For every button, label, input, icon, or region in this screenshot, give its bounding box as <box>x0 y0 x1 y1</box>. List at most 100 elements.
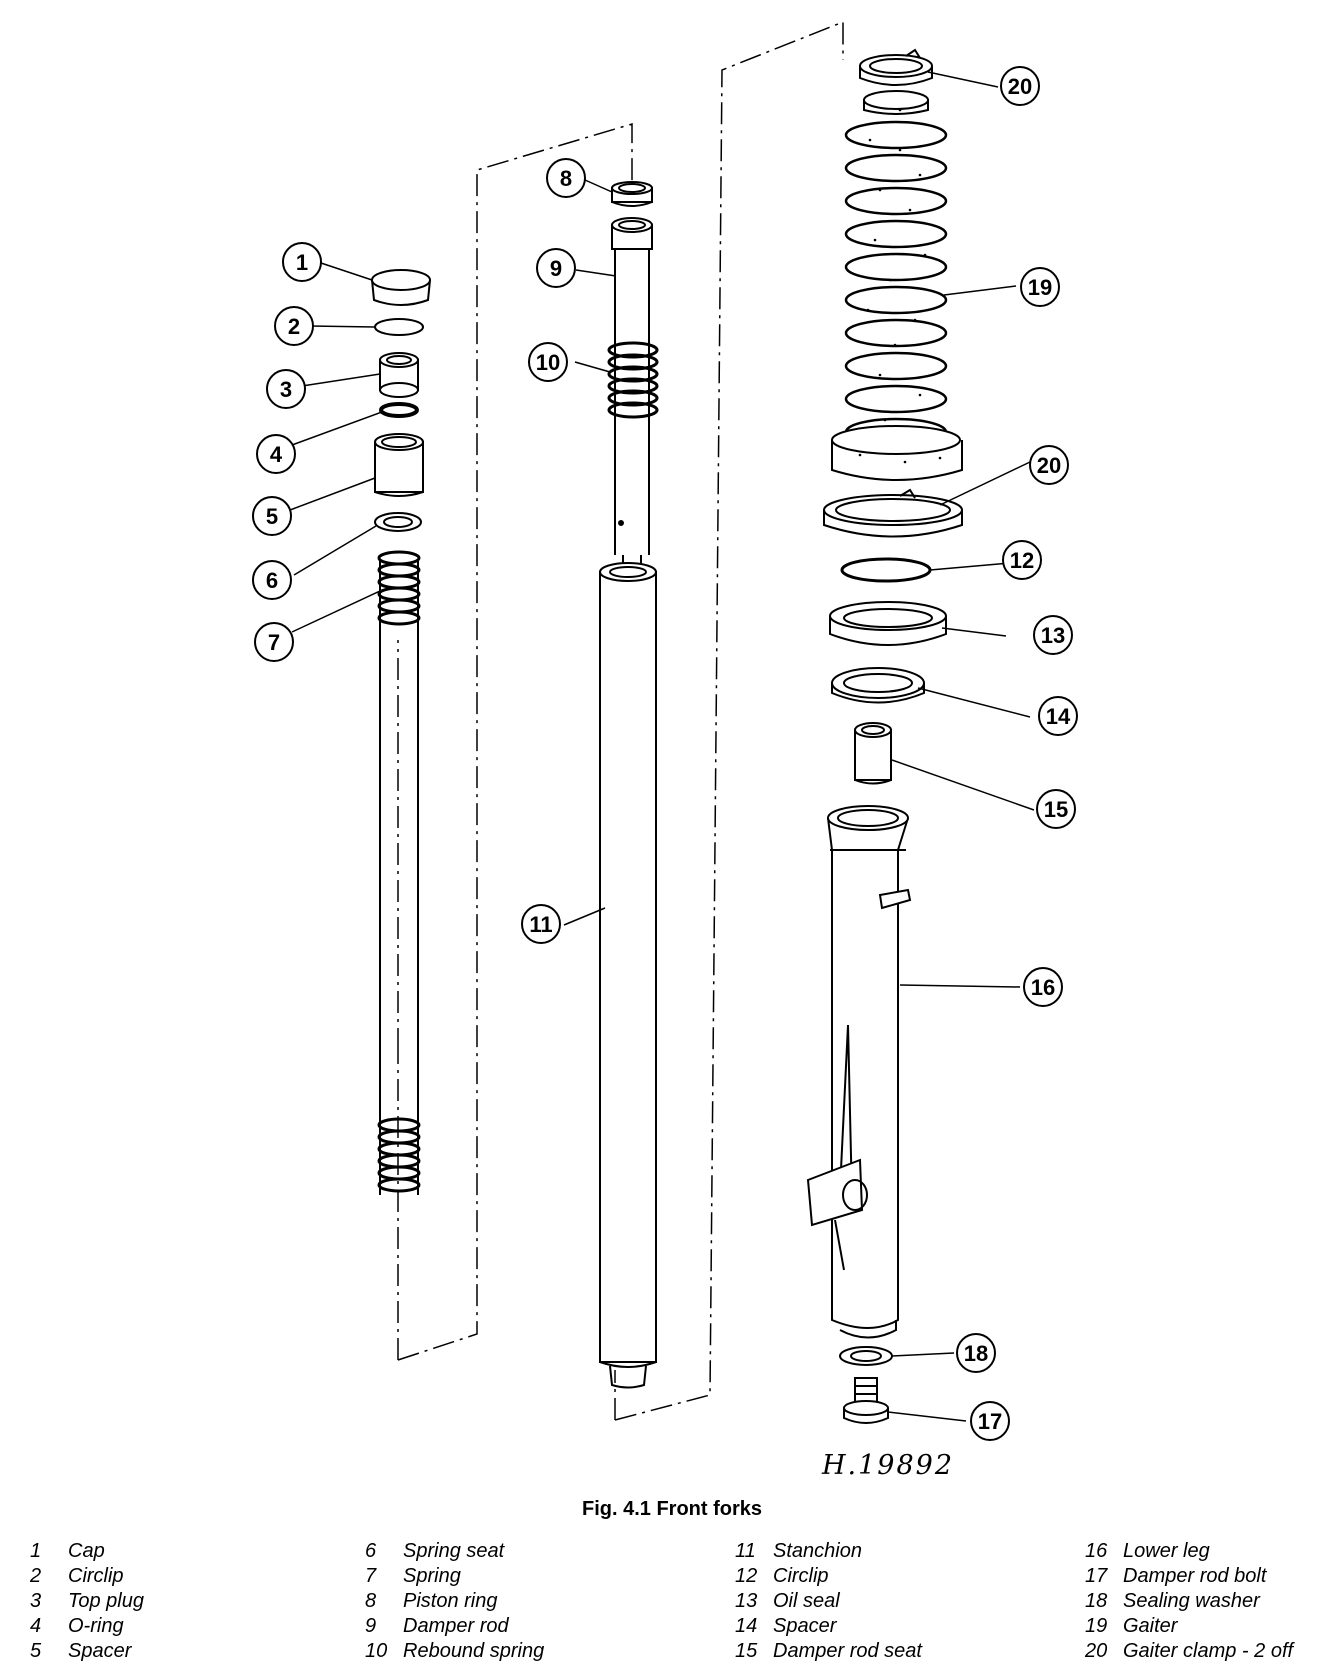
callout-number: 7 <box>268 630 280 655</box>
legend-number: 10 <box>365 1640 388 1662</box>
part-rebound-spring <box>607 341 659 419</box>
callout-19: 19 <box>1020 267 1060 307</box>
callout-circle <box>1038 696 1078 736</box>
legend-item: 9 Damper rod <box>365 1615 544 1640</box>
legend-label: Spring seat <box>403 1540 505 1562</box>
callout-14: 14 <box>1038 696 1078 736</box>
callout-2: 2 <box>274 306 314 346</box>
callout-circle <box>546 158 586 198</box>
callout-number: 8 <box>560 166 572 191</box>
legend-item: 8 Piston ring <box>365 1590 544 1615</box>
callout-number: 12 <box>1010 548 1034 573</box>
callout-12: 12 <box>1002 540 1042 580</box>
legend-number: 9 <box>365 1615 377 1637</box>
legend-label: Piston ring <box>403 1590 498 1612</box>
callout-number: 3 <box>280 377 292 402</box>
part-spacer-5 <box>374 433 424 497</box>
callout-7: 7 <box>254 622 294 662</box>
callout-3: 3 <box>266 369 306 409</box>
callout-number: 14 <box>1046 704 1071 729</box>
legend-item: 3 Top plug <box>30 1590 144 1615</box>
figure-caption: Fig. 4.1 Front forks <box>581 1498 763 1520</box>
legend-number: 3 <box>30 1590 42 1612</box>
callout-15: 15 <box>1036 789 1076 829</box>
callout-16: 16 <box>1023 967 1063 1007</box>
callout-circle <box>274 306 314 346</box>
callout-number: 1 <box>296 250 308 275</box>
callout-number: 15 <box>1044 797 1068 822</box>
legend-label: Circlip <box>773 1565 829 1587</box>
part-circlip-12 <box>840 557 932 583</box>
callout-circle <box>1029 445 1069 485</box>
legend-label: Damper rod seat <box>773 1640 922 1662</box>
callout-number: 2 <box>288 314 300 339</box>
callout-circle <box>1000 66 1040 106</box>
part-circlip <box>374 318 424 336</box>
legend-label: Gaiter <box>1123 1615 1178 1637</box>
callout-circle <box>956 1333 996 1373</box>
legend-label: Spacer <box>773 1615 837 1637</box>
part-cap <box>370 269 432 306</box>
part-gaiter-clamp-bottom <box>823 488 963 538</box>
legend-label: Gaiter clamp - 2 off <box>1123 1640 1294 1662</box>
legend-label: Top plug <box>68 1590 144 1612</box>
callout-number: 20 <box>1008 74 1032 99</box>
callout-circle <box>282 242 322 282</box>
legend-number: 19 <box>1085 1615 1108 1637</box>
callout-circle <box>1023 967 1063 1007</box>
legend-label: Lower leg <box>1123 1540 1210 1562</box>
callout-18: 18 <box>956 1333 996 1373</box>
part-spring-seat <box>374 512 422 532</box>
legend-label: Cap <box>68 1540 105 1562</box>
part-gaiter-clamp-top <box>859 48 933 86</box>
legend-item: 15 Damper rod seat <box>735 1640 922 1665</box>
callout-circle <box>266 369 306 409</box>
legend-number: 15 <box>735 1640 758 1662</box>
callout-8: 8 <box>546 158 586 198</box>
callout-number: 16 <box>1031 975 1055 1000</box>
legend-number: 6 <box>365 1540 377 1562</box>
legend-number: 12 <box>735 1565 758 1587</box>
part-o-ring <box>379 402 419 418</box>
legend-label: Rebound spring <box>403 1640 545 1662</box>
callout-17: 17 <box>970 1401 1010 1441</box>
part-piston-ring <box>611 181 653 207</box>
legend-item: 19 Gaiter <box>1085 1615 1293 1640</box>
legend-number: 2 <box>30 1565 42 1587</box>
callout-circle <box>254 622 294 662</box>
legend-label: Damper rod bolt <box>1123 1565 1267 1587</box>
legend-label: Circlip <box>68 1565 124 1587</box>
legend-item: 10 Rebound spring <box>365 1640 544 1665</box>
part-sealing-washer <box>839 1346 893 1366</box>
callout-circle <box>1002 540 1042 580</box>
legend-number: 8 <box>365 1590 377 1612</box>
assembly-centerlines <box>397 20 844 1421</box>
part-damper-rod-seat <box>854 722 892 785</box>
callout-20: 20 <box>1029 445 1069 485</box>
legend-number: 11 <box>735 1540 756 1562</box>
legend-number: 5 <box>30 1640 42 1662</box>
legend-item: 14 Spacer <box>735 1615 922 1640</box>
legend-number: 7 <box>365 1565 377 1587</box>
callout-5: 5 <box>252 496 292 536</box>
part-stanchion <box>599 562 657 1389</box>
leader-lines <box>289 71 1035 1422</box>
legend-label: Damper rod <box>403 1615 509 1637</box>
callout-circle <box>252 496 292 536</box>
part-spacer-14 <box>831 667 925 704</box>
legend-label: Spacer <box>68 1640 132 1662</box>
callout-circle <box>970 1401 1010 1441</box>
legend-item: 11 Stanchion <box>735 1540 922 1565</box>
legend-number: 20 <box>1085 1640 1108 1662</box>
legend-number: 14 <box>735 1615 758 1637</box>
callout-number: 5 <box>266 504 278 529</box>
legend-label: Stanchion <box>773 1540 862 1562</box>
